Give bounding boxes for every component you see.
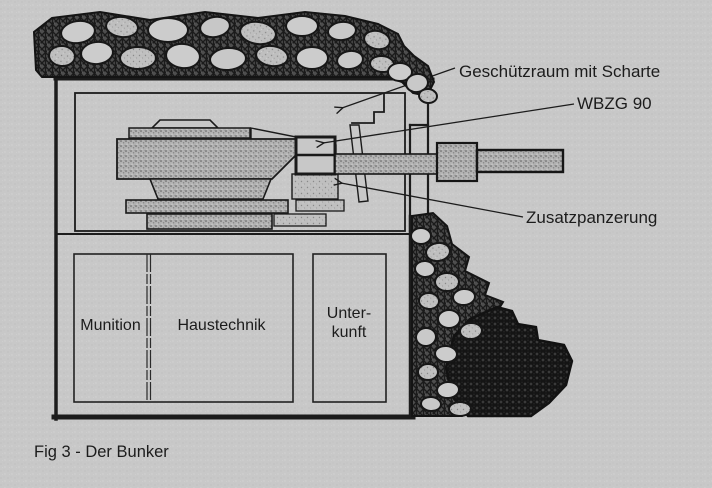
leader-armor <box>341 183 524 218</box>
figure-caption: Fig 3 - Der Bunker <box>34 443 169 461</box>
turret-pedestal <box>146 213 273 230</box>
label-geschuetzraum: Geschützraum mit Scharte <box>459 62 660 81</box>
turret-cupola <box>150 119 220 129</box>
turret-base-plate <box>125 199 289 214</box>
turret-base-plate-right <box>295 199 345 212</box>
room-label-haustechnik: Haustechnik <box>177 317 266 334</box>
stones-right <box>410 227 483 417</box>
stones-roof <box>48 15 438 105</box>
barrel-outer-section <box>475 148 565 174</box>
room-unterkunft-box <box>312 253 387 403</box>
callout-labels: Geschützraum mit Scharte WBZG 90 Zusatzp… <box>459 62 660 227</box>
label-zusatzpanzerung: Zusatzpanzerung <box>526 208 657 227</box>
embrasure-step <box>351 93 385 124</box>
room-block-left <box>73 253 294 403</box>
callout-leader-lines <box>323 67 575 218</box>
rock-area-right <box>410 211 574 418</box>
add-on-armor-block <box>291 173 339 200</box>
turret-ring <box>148 178 273 200</box>
gun-barrel <box>334 141 565 183</box>
room-label-munition: Munition <box>80 317 140 334</box>
barrel-collar <box>435 141 479 183</box>
leader-gun-room <box>342 67 456 108</box>
label-wbzg90: WBZG 90 <box>577 94 652 113</box>
rock-band-roof <box>32 10 438 105</box>
room-divider <box>146 254 152 402</box>
turret-pedestal-right <box>273 213 327 227</box>
turret-body <box>116 138 302 180</box>
room-label-unterkunft-line2: kunft <box>332 324 367 341</box>
turret-assembly <box>116 119 369 230</box>
barrel-inner-section <box>334 153 438 175</box>
lower-floor-rooms: Munition Haustechnik Unter- kunft <box>73 253 387 403</box>
room-label-unterkunft-line1: Unter- <box>327 305 371 322</box>
turret-roof-plate <box>128 127 251 139</box>
bunker-outline <box>51 77 435 421</box>
leader-weapon <box>323 103 575 143</box>
